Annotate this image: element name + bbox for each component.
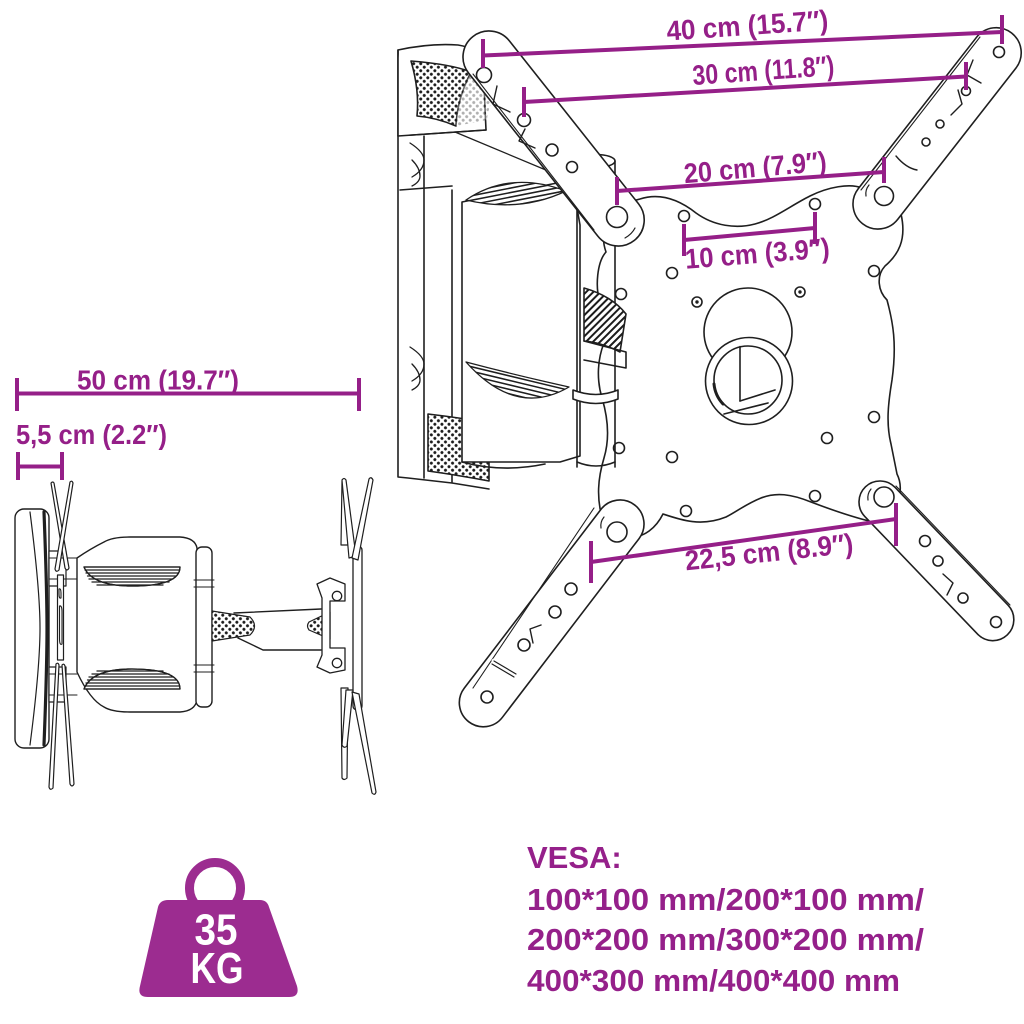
svg-text:5,5 cm (2.2″): 5,5 cm (2.2″) [16, 419, 167, 450]
svg-text:VESA:: VESA: [527, 840, 622, 875]
svg-text:35: 35 [195, 906, 238, 955]
svg-text:400*300 mm/400*400 mm: 400*300 mm/400*400 mm [527, 963, 900, 998]
svg-text:20 cm (7.9″): 20 cm (7.9″) [683, 146, 828, 189]
svg-text:200*200 mm/300*200 mm/: 200*200 mm/300*200 mm/ [527, 922, 924, 957]
svg-text:50 cm (19.7″): 50 cm (19.7″) [77, 365, 239, 396]
svg-text:100*100 mm/200*100 mm/: 100*100 mm/200*100 mm/ [527, 882, 924, 917]
svg-text:KG: KG [191, 944, 244, 993]
